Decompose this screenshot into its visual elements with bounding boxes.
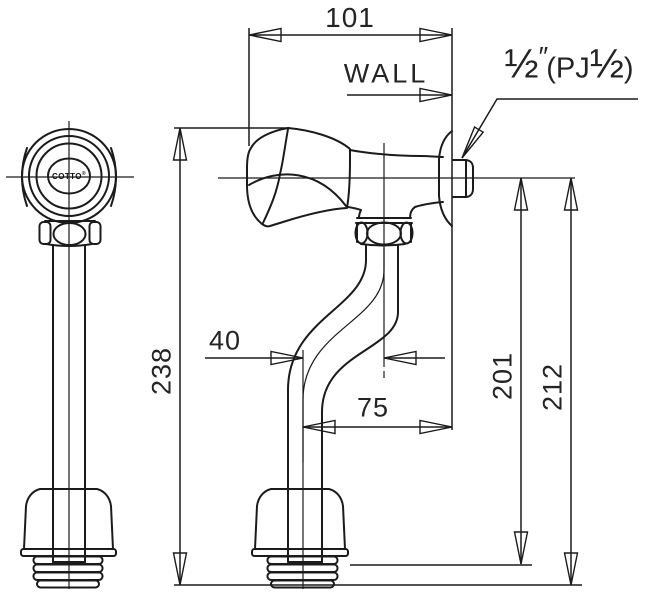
dim-label-75: 75 bbox=[356, 392, 390, 423]
dimension-40 bbox=[205, 350, 445, 366]
dimension-75 bbox=[302, 419, 453, 435]
brand-logo: COTTO® bbox=[52, 171, 86, 181]
thread-leader bbox=[457, 98, 638, 162]
dim-label-101: 101 bbox=[325, 2, 375, 33]
side-knob bbox=[246, 127, 351, 228]
side-centerlines bbox=[218, 143, 575, 589]
front-nut bbox=[38, 220, 102, 247]
thread-size-fraction: ½ bbox=[504, 40, 539, 87]
dim-label-238: 238 bbox=[146, 346, 177, 396]
brand-text: COTTO bbox=[52, 171, 82, 181]
dimension-201 bbox=[350, 177, 532, 566]
dim-label-40: 40 bbox=[208, 325, 242, 356]
side-thread-connector bbox=[266, 555, 339, 589]
front-view bbox=[6, 121, 134, 589]
front-thread-connector bbox=[32, 555, 104, 589]
front-centerlines bbox=[6, 121, 134, 589]
wall-label: WALL bbox=[343, 58, 429, 89]
side-body bbox=[347, 149, 444, 219]
wall-flange bbox=[438, 130, 453, 227]
side-pipe bbox=[287, 245, 399, 563]
thread-spec-label: ½″(PJ½) bbox=[504, 40, 634, 87]
side-view bbox=[218, 127, 575, 589]
thread-nipple bbox=[452, 159, 474, 198]
dim-label-212: 212 bbox=[537, 362, 568, 412]
thread-standard-fraction: ½ bbox=[589, 40, 624, 87]
front-pipe bbox=[52, 244, 86, 563]
wall-arrow bbox=[347, 87, 453, 103]
dimension-212 bbox=[563, 177, 579, 586]
thread-standard-close: ) bbox=[623, 52, 634, 85]
inch-mark: ″ bbox=[538, 41, 548, 72]
side-escutcheon bbox=[251, 488, 349, 557]
registered-mark: ® bbox=[81, 171, 86, 178]
dimension-238 bbox=[172, 127, 582, 586]
dim-label-201: 201 bbox=[487, 351, 518, 401]
thread-standard-open: (PJ bbox=[546, 52, 590, 85]
dimension-101 bbox=[248, 27, 453, 146]
side-nut bbox=[354, 217, 414, 247]
